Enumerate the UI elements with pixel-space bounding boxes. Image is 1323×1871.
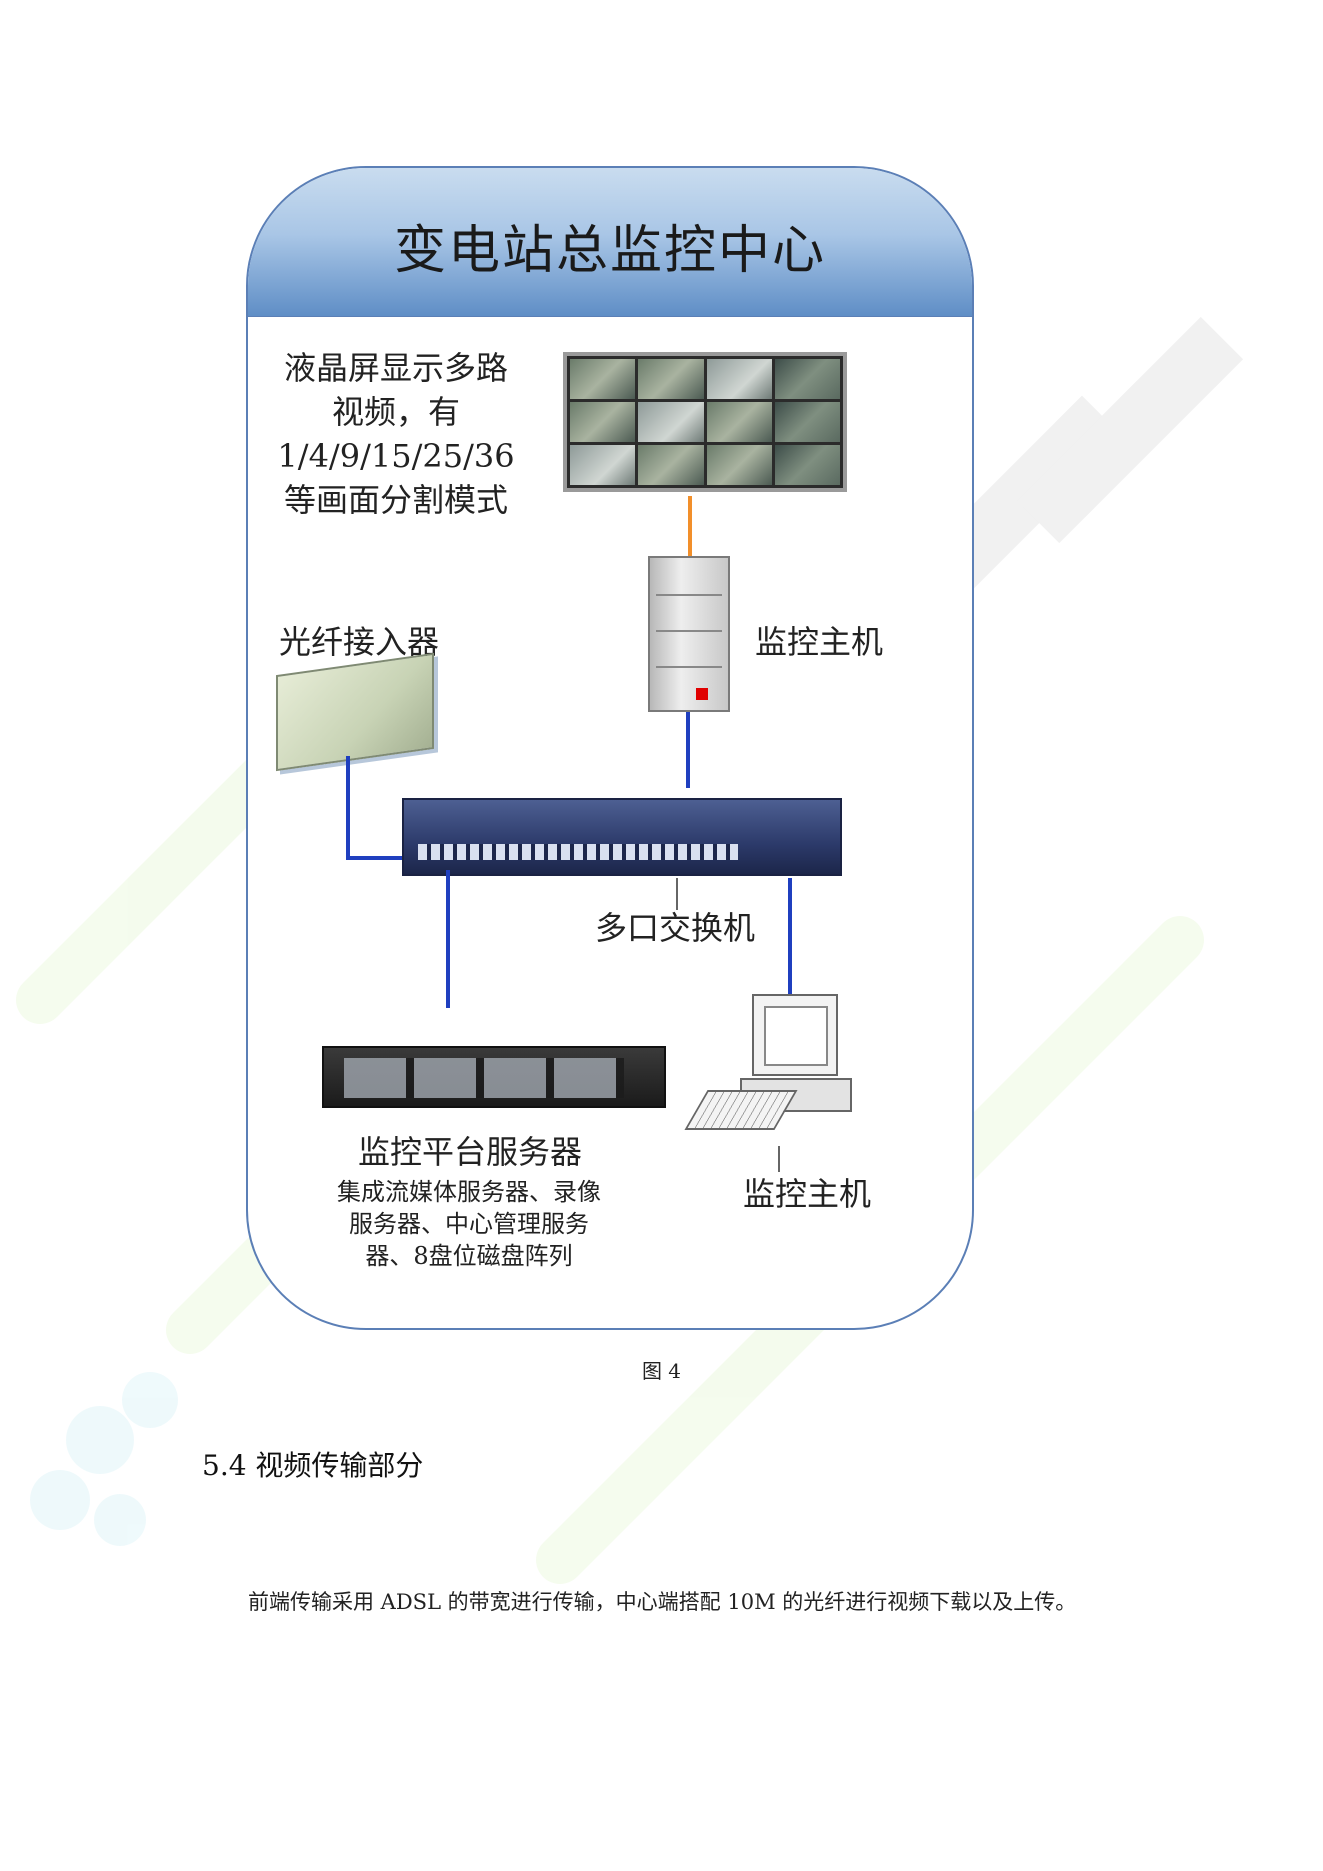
video-wall-caption-line-2: 视频，有 bbox=[331, 393, 460, 431]
video-feed bbox=[638, 359, 704, 399]
server-disk-bays bbox=[344, 1058, 624, 1098]
server-details: 集成流媒体服务器、录像 服务器、中心管理服务 器、8盘位磁盘阵列 bbox=[304, 1176, 634, 1272]
server-details-line-2: 服务器、中心管理服务 bbox=[349, 1210, 589, 1238]
video-wall-caption: 液晶屏显示多路 视频，有 1/4/9/15/25/36 等画面分割模式 bbox=[262, 346, 530, 522]
cable-switch-to-server bbox=[446, 870, 450, 1008]
cable-switch-to-pc bbox=[788, 878, 792, 998]
drive-bay bbox=[656, 630, 722, 632]
monitor-host-top-label: 监控主机 bbox=[754, 623, 883, 661]
lcd-video-wall bbox=[563, 352, 847, 492]
cable-host-to-switch bbox=[686, 712, 690, 788]
monitor-host-tower-icon bbox=[648, 556, 730, 712]
video-feed bbox=[706, 445, 772, 485]
switch-label-pointer bbox=[676, 878, 678, 910]
diagram-header bbox=[248, 168, 972, 317]
monitoring-platform-server-icon bbox=[322, 1046, 666, 1108]
video-feed bbox=[774, 445, 840, 485]
pc-screen bbox=[764, 1006, 828, 1066]
switch-ports bbox=[418, 844, 738, 860]
video-feed bbox=[774, 359, 840, 399]
video-feed bbox=[570, 359, 636, 399]
power-indicator bbox=[696, 688, 708, 700]
video-feed bbox=[774, 402, 840, 442]
video-wall-caption-line-3: 1/4/9/15/25/36 bbox=[277, 437, 515, 475]
video-feed bbox=[706, 359, 772, 399]
video-wall-caption-line-4: 等画面分割模式 bbox=[283, 481, 508, 519]
cable-fiber-vertical bbox=[346, 756, 350, 858]
video-feed bbox=[706, 402, 772, 442]
cable-fiber-horizontal bbox=[346, 856, 408, 860]
video-feed bbox=[570, 402, 636, 442]
switch-label: 多口交换机 bbox=[594, 909, 755, 947]
video-wall-caption-line-1: 液晶屏显示多路 bbox=[283, 349, 508, 387]
diagram-title: 变电站总监控中心 bbox=[393, 221, 826, 281]
monitor-host-pc-icon bbox=[752, 994, 838, 1076]
video-feed bbox=[638, 445, 704, 485]
drive-bay bbox=[656, 666, 722, 668]
drive-bay bbox=[656, 594, 722, 596]
cable-video-wall-to-host bbox=[688, 496, 692, 556]
multi-port-switch-icon bbox=[402, 798, 842, 876]
server-details-line-1: 集成流媒体服务器、录像 bbox=[337, 1178, 601, 1206]
section-heading: 5.4 视频传输部分 bbox=[202, 1449, 424, 1482]
video-feed bbox=[570, 445, 636, 485]
fiber-access-label: 光纤接入器 bbox=[278, 623, 439, 661]
server-label: 监控平台服务器 bbox=[357, 1133, 582, 1171]
video-feed bbox=[638, 402, 704, 442]
monitor-host-bottom-label: 监控主机 bbox=[742, 1175, 871, 1213]
pc-label-pointer bbox=[778, 1146, 780, 1172]
figure-caption: 图 4 bbox=[641, 1359, 682, 1383]
server-details-line-3: 器、8盘位磁盘阵列 bbox=[365, 1242, 573, 1270]
body-paragraph: 前端传输采用 ADSL 的带宽进行传输，中心端搭配 10M 的光纤进行视频下载以… bbox=[248, 1590, 1077, 1614]
